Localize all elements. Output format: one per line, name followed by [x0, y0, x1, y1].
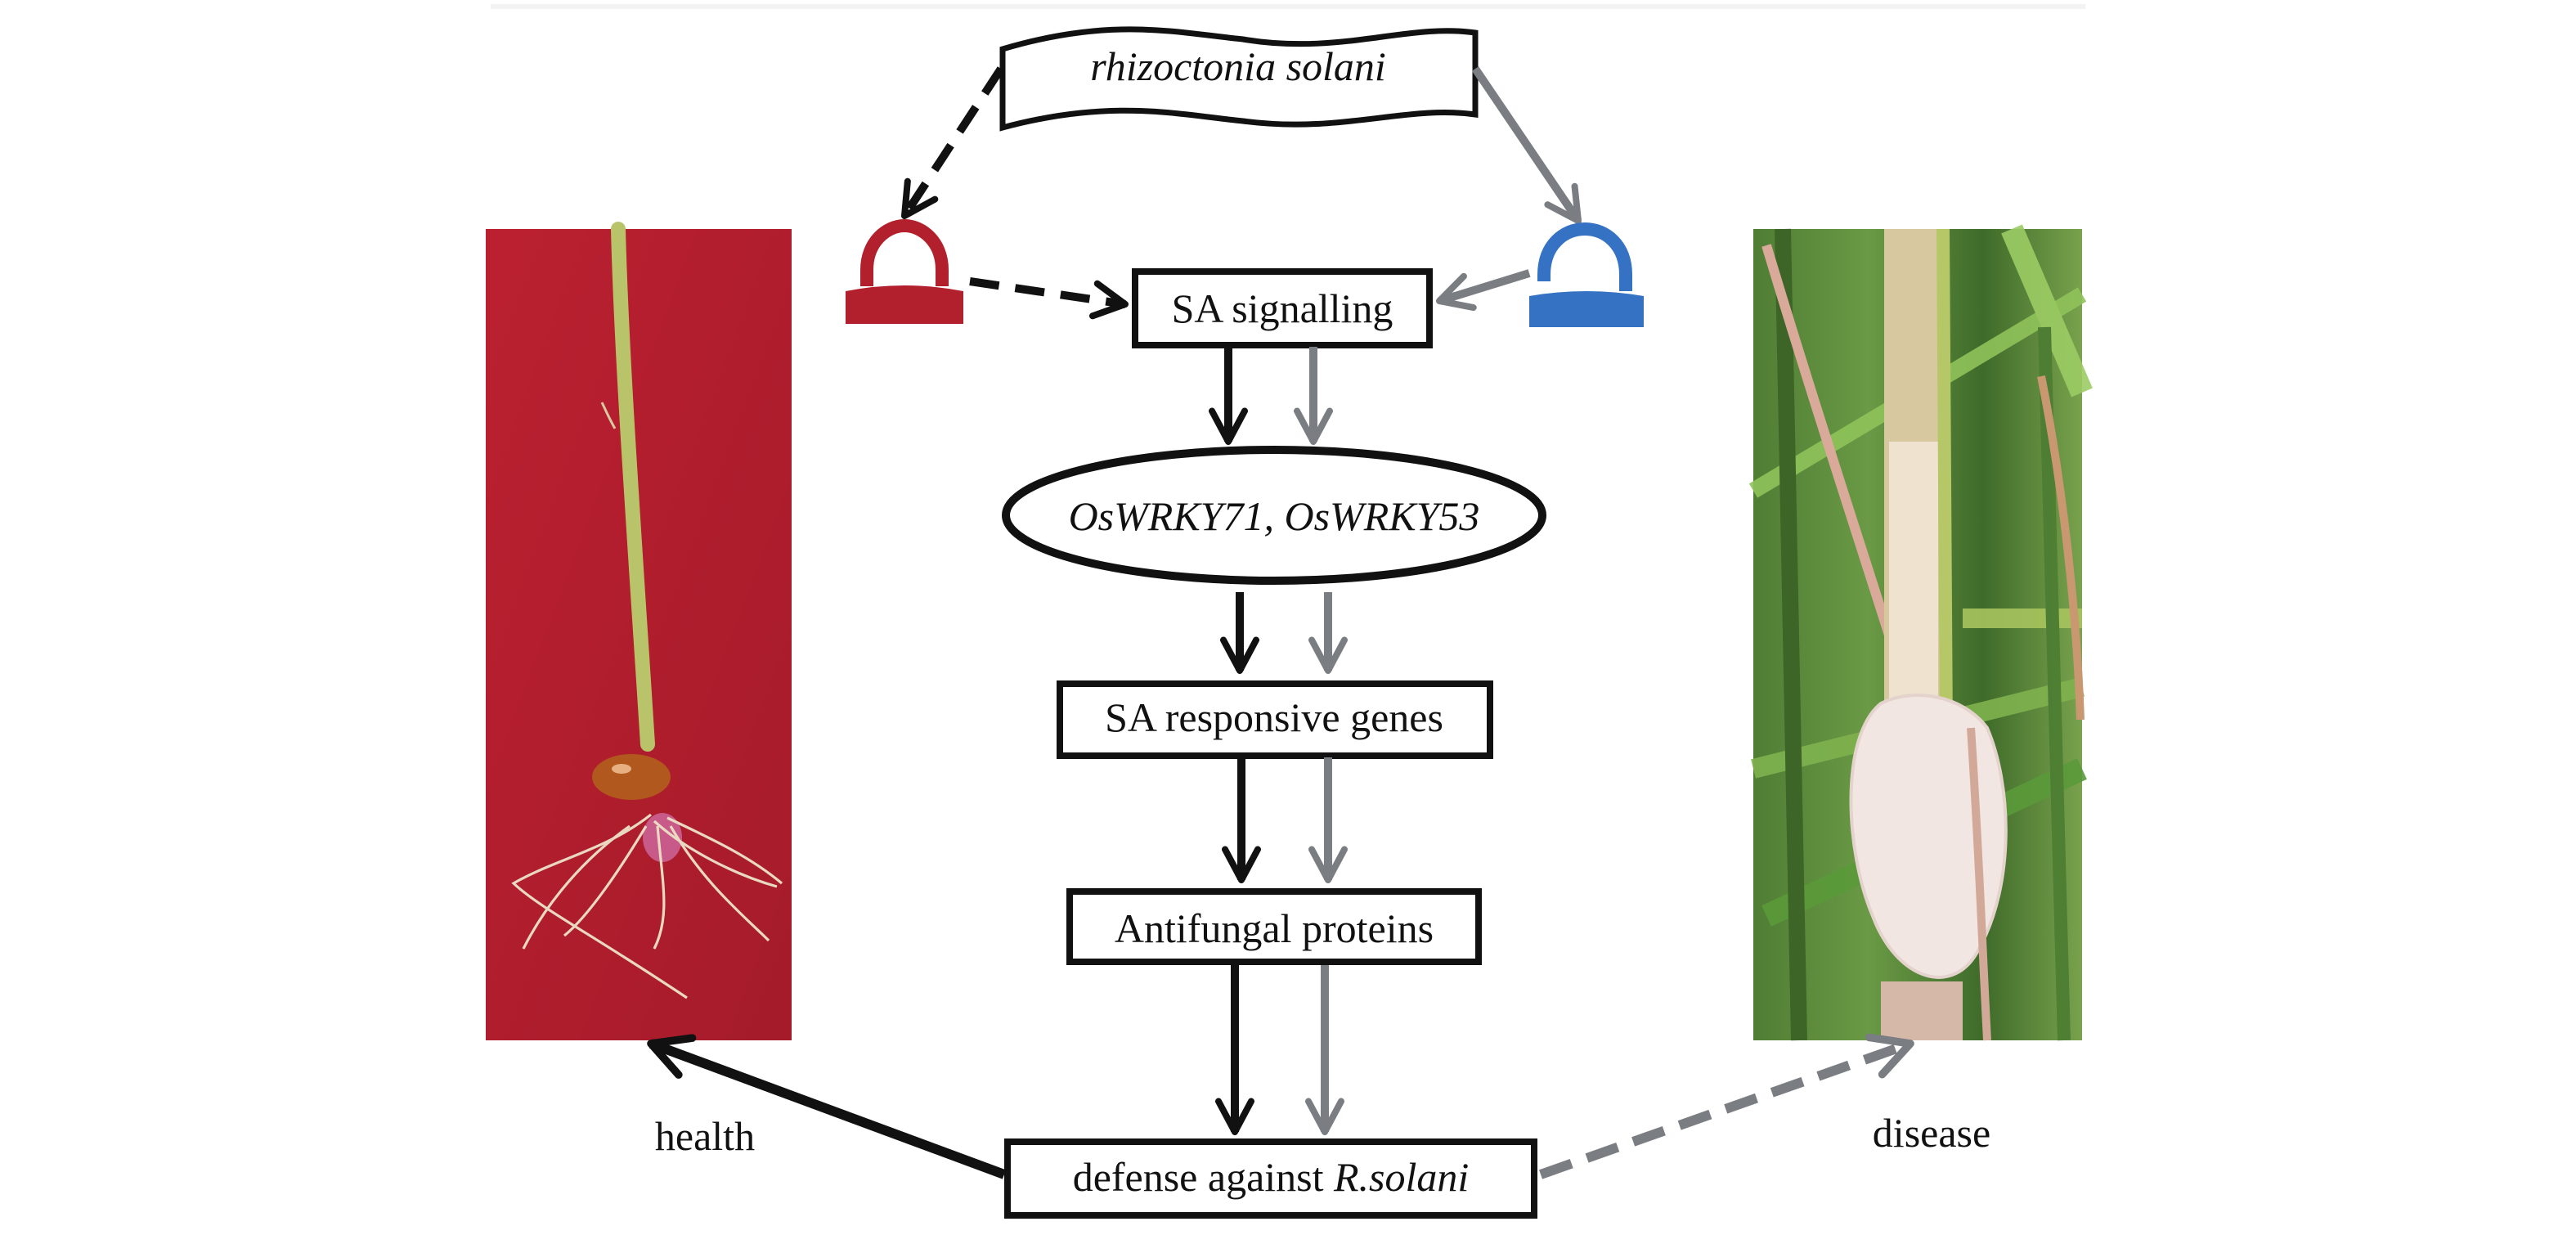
node-defense: defense against R.solani: [1004, 1138, 1537, 1219]
svg-text:Antifungal proteins: Antifungal proteins: [1115, 905, 1434, 951]
svg-text:defense against R.solani: defense against R.solani: [1073, 1154, 1470, 1200]
edge-defense-to-disease: [1538, 1033, 1914, 1179]
defense-label-prefix: defense against: [1073, 1154, 1334, 1200]
edge-pathogen-to-closed-lock: [900, 66, 1005, 219]
node-antifungal-proteins: Antifungal proteins: [1066, 888, 1482, 965]
edge-closed-lock-to-sa: [969, 277, 1129, 320]
healthy-seedling-photo: [486, 222, 792, 1040]
outcome-disease-label: disease: [1873, 1110, 1990, 1156]
node-sa-signalling: SA signalling: [1132, 268, 1433, 348]
edge-open-lock-to-sa: [1436, 269, 1531, 312]
pathogen-label: rhizoctonia solani: [1090, 43, 1386, 89]
edge-defense-to-health: [647, 1034, 1007, 1179]
svg-text:SA signalling: SA signalling: [1172, 285, 1393, 331]
defense-label-pathogen: R.solani: [1333, 1154, 1469, 1200]
diseased-stem-photo: [1748, 224, 2093, 1041]
pathogen-banner: rhizoctonia solani: [999, 26, 1479, 132]
node-wrky: OsWRKY71, OsWRKY53: [1002, 446, 1546, 585]
outcome-health-label: health: [655, 1113, 755, 1159]
closed-lock-icon: [846, 218, 963, 324]
svg-text:SA responsive genes: SA responsive genes: [1105, 694, 1443, 740]
open-lock-icon: [1529, 222, 1644, 327]
node-sa-responsive-genes: SA responsive genes: [1057, 680, 1493, 759]
edge-pathogen-to-open-lock: [1471, 66, 1582, 224]
svg-text:OsWRKY71, OsWRKY53: OsWRKY71, OsWRKY53: [1069, 493, 1480, 539]
